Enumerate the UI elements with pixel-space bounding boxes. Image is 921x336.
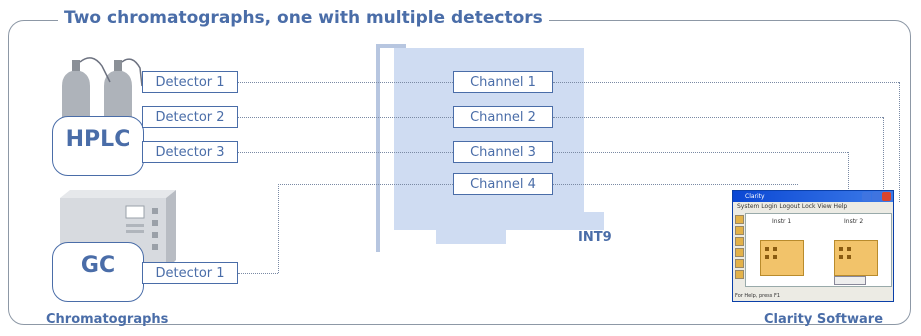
- gc-device: GC: [52, 242, 144, 302]
- channel-2: Channel 2: [453, 106, 553, 128]
- connector-gc-detector-horizontal: [238, 273, 278, 274]
- toolbar-item-icon: [735, 215, 744, 224]
- clarity-toolbar: [734, 213, 744, 285]
- connector-detector3-channel3: [238, 152, 453, 153]
- clarity-menu-bar: System Login Logout Lock View Help: [737, 203, 848, 210]
- channel-1: Channel 1: [453, 71, 553, 93]
- clarity-window-title-text: Clarity: [745, 193, 765, 200]
- connector-detector1-channel1: [238, 82, 453, 83]
- gc-label: GC: [80, 253, 116, 278]
- instrument-2-icon: [834, 240, 878, 276]
- connector-channel2-software: [553, 117, 883, 118]
- clarity-window: Clarity System Login Logout Lock View He…: [732, 190, 894, 302]
- channel-3: Channel 3: [453, 141, 553, 163]
- clarity-window-title: Clarity: [733, 191, 893, 202]
- connector-channel1-software: [553, 82, 899, 83]
- toolbar-item-icon: [735, 270, 744, 279]
- hplc-device: HPLC: [52, 116, 144, 176]
- instrument-2-name: Instr 2: [844, 218, 864, 225]
- toolbar-item-icon: [735, 226, 744, 235]
- connector-channel2-drop: [883, 117, 884, 247]
- chromatographs-caption: Chromatographs: [46, 312, 169, 327]
- clarity-status-bar: For Help, press F1: [735, 293, 781, 299]
- hplc-detector-2: Detector 2: [142, 106, 238, 128]
- int9-label: INT9: [578, 230, 612, 245]
- gc-detector-1: Detector 1: [142, 262, 238, 284]
- gc-instrument-icon: [60, 190, 176, 270]
- clarity-workspace: Instr 1 Instr 2: [745, 213, 892, 287]
- toolbar-item-icon: [735, 237, 744, 246]
- connector-channel4-software: [553, 184, 798, 185]
- connector-gc-detector-vertical: [278, 184, 279, 273]
- clarity-software-caption: Clarity Software: [764, 312, 884, 327]
- minimize-icon: [862, 192, 871, 201]
- connector-channel3-software: [553, 152, 848, 153]
- instrument-1-name: Instr 1: [772, 218, 792, 225]
- hplc-label: HPLC: [65, 127, 131, 152]
- gas-bottles-icon: [62, 57, 142, 126]
- diagram-title: Two chromatographs, one with multiple de…: [58, 8, 549, 28]
- connector-detector2-channel2: [238, 117, 453, 118]
- hplc-detector-1: Detector 1: [142, 71, 238, 93]
- toolbar-item-icon: [735, 248, 744, 257]
- hplc-detector-3: Detector 3: [142, 141, 238, 163]
- login-button-icon: [834, 276, 866, 285]
- toolbar-item-icon: [735, 259, 744, 268]
- connector-gc-detector-channel4: [278, 184, 453, 185]
- connector-channel1-drop: [899, 82, 900, 202]
- instrument-1-icon: [760, 240, 804, 276]
- maximize-icon: [872, 192, 881, 201]
- channel-4: Channel 4: [453, 173, 553, 195]
- close-icon: [882, 192, 891, 201]
